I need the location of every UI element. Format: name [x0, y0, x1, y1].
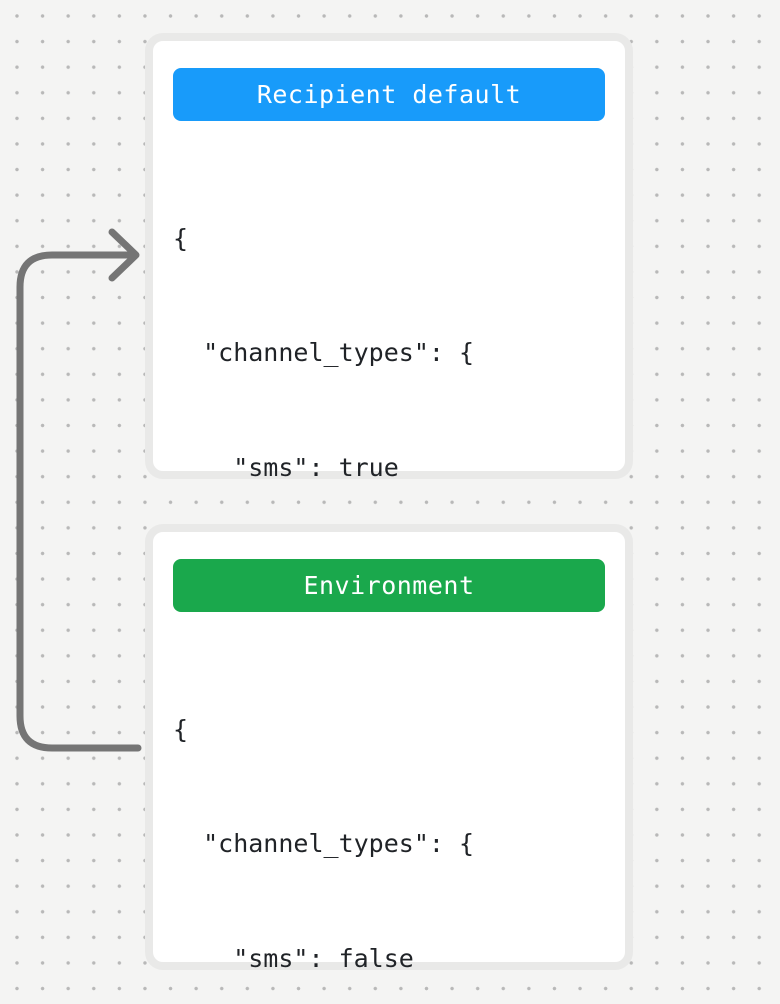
arrow-head: [108, 228, 140, 282]
environment-card: Environment { "channel_types": { "sms": …: [145, 524, 633, 973]
recipient-default-title-badge: Recipient default: [173, 68, 605, 121]
code-line: "channel_types": {: [173, 338, 475, 368]
recipient-default-card: Recipient default { "channel_types": { "…: [145, 33, 633, 942]
code-line: "sms": false: [173, 944, 414, 974]
arrow-stroke-group: [16, 228, 142, 752]
arrow-shaft: [16, 251, 142, 752]
environment-json-block: { "channel_types": { "sms": false }, "ca…: [173, 634, 625, 1004]
code-line: {: [173, 714, 189, 744]
environment-title-badge: Environment: [173, 559, 605, 612]
code-line: "sms": true: [173, 453, 399, 483]
code-line: "channel_types": {: [173, 829, 475, 859]
code-line: {: [173, 223, 189, 253]
